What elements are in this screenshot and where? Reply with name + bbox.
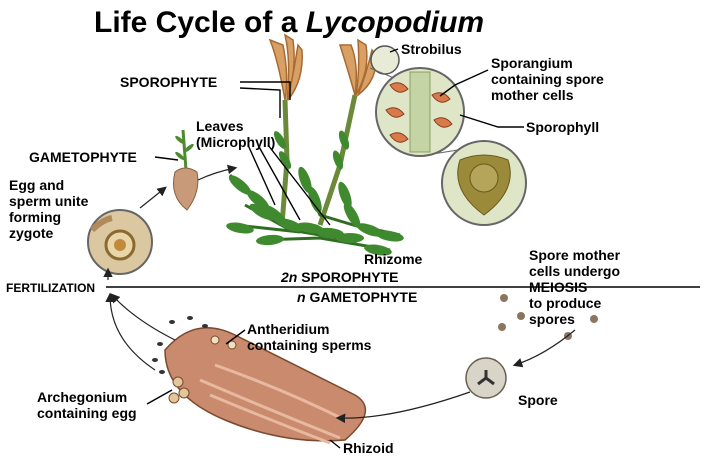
label-sporophyll: Sporophyll — [526, 119, 599, 135]
arrow-meiosis-to-spore — [512, 329, 576, 368]
label-archegonium-line2: containing egg — [37, 405, 137, 421]
leader-archegonium — [146, 389, 173, 405]
arrow-young-to-mature — [197, 164, 238, 181]
leader-antheridium — [225, 329, 246, 345]
label-n-gametophyte: n GAMETOPHYTE — [297, 289, 417, 305]
label-egg-sperm-line1: Egg and — [9, 177, 64, 193]
label-fertilization: FERTILIZATION — [6, 281, 95, 295]
leader-leaves — [247, 144, 331, 226]
label-meiosis-line5: spores — [529, 311, 575, 327]
label-leaves-line2: (Microphyll) — [196, 134, 275, 150]
label-rhizome: Rhizome — [364, 251, 423, 267]
antheridia — [210, 335, 237, 350]
arrow-zygote-to-gametophyte — [139, 186, 167, 209]
leader-lines — [146, 48, 524, 449]
label-sporophyte: SPOROPHYTE — [120, 74, 217, 90]
microphyll-leaves — [226, 130, 404, 256]
arrow-spore-to-gametophyte — [335, 391, 471, 424]
label-antheridium-line1: Antheridium — [247, 321, 329, 337]
label-sporangium-line2: containing spore — [491, 71, 604, 87]
sporangium-enlarged-circle — [375, 67, 465, 157]
leader-gametophyte — [154, 156, 179, 161]
label-archegonium-line1: Archegonium — [37, 389, 127, 405]
sperms — [152, 316, 208, 374]
sporophyll-enlarged-circle — [441, 140, 527, 226]
leader-rhizoid — [329, 439, 341, 449]
cycle-arrows — [103, 164, 576, 424]
label-leaves-line1: Leaves — [196, 118, 244, 134]
released-spores — [498, 294, 598, 340]
archegonia — [168, 376, 190, 404]
page-title: Life Cycle of a Lycopodium — [94, 6, 484, 39]
label-meiosis-line2: cells undergo — [529, 263, 620, 279]
label-egg-sperm-line2: sperm unite — [9, 193, 89, 209]
spore-enlarged — [465, 357, 507, 399]
young-sporophyte — [173, 129, 199, 211]
label-sporangium-line3: mother cells — [491, 87, 574, 103]
label-rhizoid: Rhizoid — [343, 440, 394, 456]
leader-sporangium — [439, 69, 489, 97]
gametophyte-prothallus — [152, 316, 367, 445]
label-gametophyte: GAMETOPHYTE — [29, 149, 137, 165]
leader-sporophyte-2 — [239, 87, 281, 118]
strobilus-cones — [268, 33, 377, 101]
arrow-antheridium-to-fertilization — [110, 293, 176, 341]
zygote-circle — [87, 209, 153, 275]
label-egg-sperm-line3: forming — [9, 209, 61, 225]
label-2n-sporophyte: 2n SPOROPHYTE — [280, 269, 398, 285]
label-antheridium-line2: containing sperms — [247, 337, 372, 353]
label-meiosis-line3: MEIOSIS — [529, 279, 587, 295]
label-meiosis-line1: Spore mother — [529, 247, 621, 263]
label-meiosis-line4: to produce — [529, 295, 602, 311]
label-strobilus: Strobilus — [401, 41, 462, 57]
label-spore: Spore — [518, 392, 558, 408]
leader-sporophyll — [459, 114, 524, 128]
label-sporangium-line1: Sporangium — [491, 55, 573, 71]
arrow-archegonium-to-fertilization — [105, 292, 156, 371]
leader-strobilus — [389, 48, 399, 53]
label-egg-sperm-line4: zygote — [9, 225, 54, 241]
leader-sporophyte — [240, 81, 291, 100]
